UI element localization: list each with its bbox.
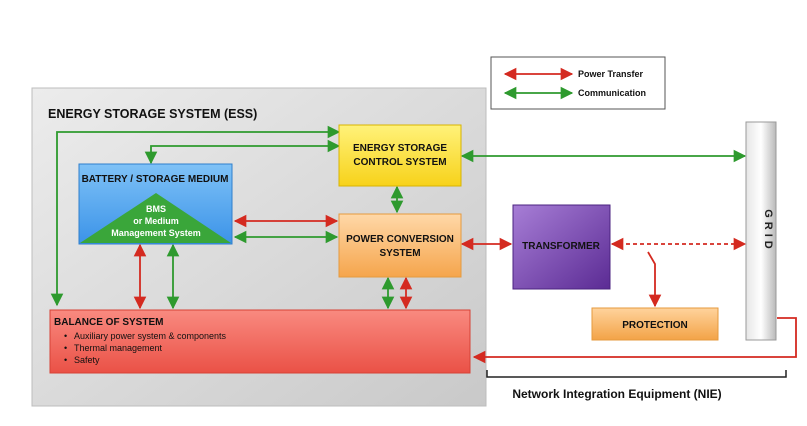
nie-bracket: Network Integration Equipment (NIE) xyxy=(486,370,787,401)
power-links xyxy=(133,214,797,364)
bms-label-line2: or Medium xyxy=(133,216,179,226)
grid-label: GRID xyxy=(762,209,774,253)
transformer-box xyxy=(512,204,611,290)
nie-label: Network Integration Equipment (NIE) xyxy=(512,387,721,401)
pcs-label-line2: SYSTEM xyxy=(379,248,420,259)
bos-bullet-1: • xyxy=(64,331,67,341)
link-escs-battery xyxy=(144,139,341,165)
escs-label-line1: ENERGY STORAGE xyxy=(353,143,447,154)
energy-storage-control-system: ENERGY STORAGE CONTROL SYSTEM xyxy=(338,124,462,187)
escs-label-line2: CONTROL SYSTEM xyxy=(353,157,446,168)
legend-box xyxy=(490,56,666,110)
grid-bar xyxy=(745,121,777,341)
link-junction-protection xyxy=(647,251,662,308)
bos-item-3: Safety xyxy=(74,355,100,365)
bos-bullet-2: • xyxy=(64,343,67,353)
bos-bullet-3: • xyxy=(64,355,67,365)
nie-bracket-line xyxy=(486,370,787,378)
transformer: TRANSFORMER xyxy=(512,204,611,290)
protection-box xyxy=(591,307,719,341)
bos-item-2: Thermal management xyxy=(74,343,163,353)
bos-title: BALANCE OF SYSTEM xyxy=(54,317,163,328)
legend-communication-label: Communication xyxy=(578,88,646,98)
battery-storage-medium: BATTERY / STORAGE MEDIUM BMS or Medium M… xyxy=(78,163,233,245)
bos-item-1: Auxiliary power system & components xyxy=(74,331,227,341)
escs-box xyxy=(338,124,462,187)
bms-triangle xyxy=(80,193,231,243)
bms-label-line1: BMS xyxy=(146,204,166,214)
battery-title: BATTERY / STORAGE MEDIUM xyxy=(82,174,229,185)
bos-box xyxy=(49,309,471,374)
legend-power-label: Power Transfer xyxy=(578,69,644,79)
pcs-box xyxy=(338,213,462,278)
link-grid-bos xyxy=(472,317,797,364)
balance-of-system: BALANCE OF SYSTEM • Auxiliary power syst… xyxy=(49,309,471,374)
grid: GRID xyxy=(745,121,777,341)
power-conversion-system: POWER CONVERSION SYSTEM xyxy=(338,213,462,278)
pcs-label-line1: POWER CONVERSION xyxy=(346,234,454,245)
ess-title: ENERGY STORAGE SYSTEM (ESS) xyxy=(48,107,257,121)
protection: PROTECTION xyxy=(591,307,719,341)
protection-label: PROTECTION xyxy=(622,320,688,331)
legend: Power Transfer Communication xyxy=(490,56,666,110)
link-escs-bos xyxy=(50,125,341,307)
communication-links xyxy=(50,125,747,310)
bms-label-line3: Management System xyxy=(111,228,201,238)
transformer-label: TRANSFORMER xyxy=(522,241,601,252)
